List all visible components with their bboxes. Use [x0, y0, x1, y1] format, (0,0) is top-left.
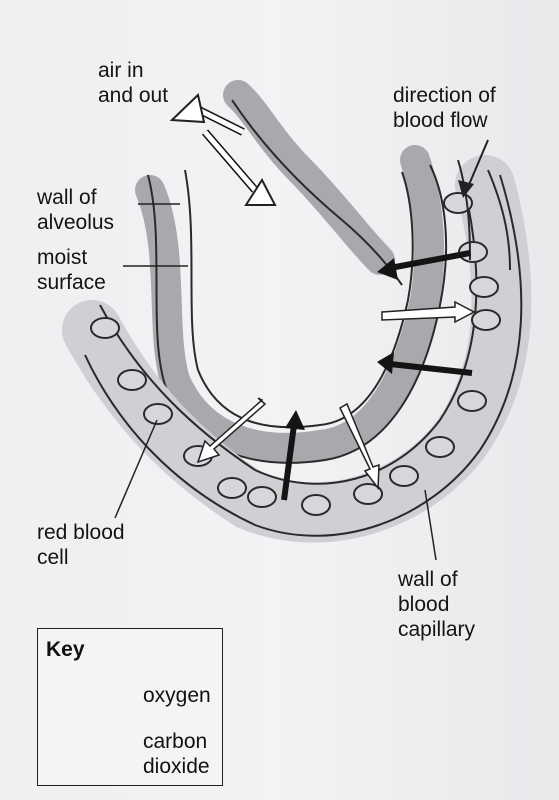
- label-moist-surface: moist surface: [37, 245, 106, 295]
- label-blood-flow-direction: direction of blood flow: [393, 83, 496, 133]
- air-arrow-out-inner: [205, 132, 255, 190]
- key-title: Key: [46, 638, 85, 662]
- label-wall-of-alveolus: wall of alveolus: [37, 185, 114, 235]
- label-wall-of-capillary: wall of blood capillary: [398, 567, 475, 642]
- label-red-blood-cell: red blood cell: [37, 520, 125, 570]
- label-air-in-out: air in and out: [98, 58, 168, 108]
- key-co2-label: carbon dioxide: [143, 729, 210, 779]
- key-oxygen-label: oxygen: [143, 683, 211, 708]
- air-arrow-in-head: [172, 95, 204, 122]
- co2-arrow-3-head: [285, 410, 305, 430]
